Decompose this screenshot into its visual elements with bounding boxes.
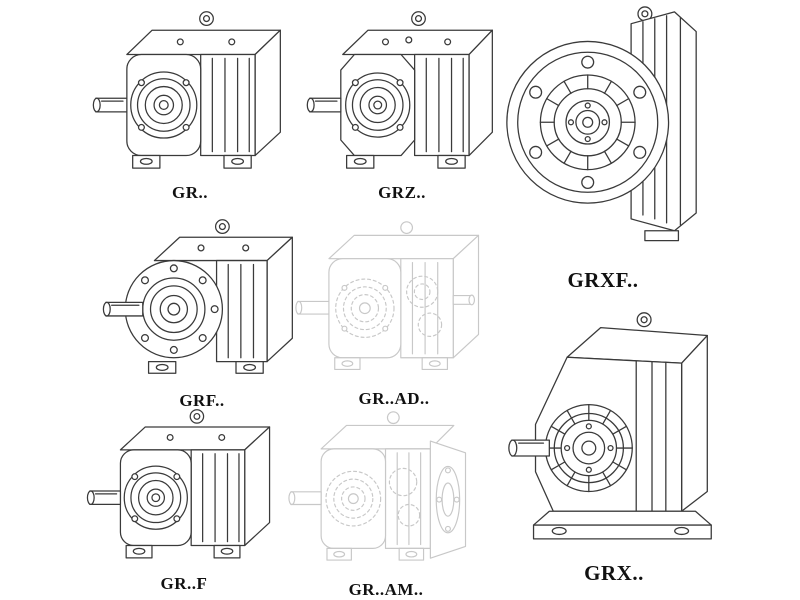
figure-grx-label: GRX.. xyxy=(584,560,644,585)
large-foot-mounted-gearbox-drawing xyxy=(508,312,712,540)
phantom-gearbox-input-adapter-drawing xyxy=(295,221,480,371)
flange-mounted-gearbox-front-drawing xyxy=(506,6,697,242)
helical-gearbox-foot-mounted-drawing xyxy=(92,11,281,169)
figure-gram-label: GR..AM.. xyxy=(348,579,424,599)
figure-grx: GRX.. xyxy=(498,298,730,586)
figure-grad-label: GR..AD.. xyxy=(358,389,430,409)
phantom-gearbox-motor-flange-drawing xyxy=(288,411,467,561)
figure-grz-label: GRZ.. xyxy=(378,182,426,202)
figure-grad: GR..AD.. xyxy=(292,214,496,409)
figure-grff-label: GR..F xyxy=(160,574,208,594)
figure-grxf: GRXF.. xyxy=(497,2,709,293)
figure-grf: GRF.. xyxy=(100,212,304,411)
figure-gr: GR.. xyxy=(88,4,292,203)
foot-mounted-gearbox-drawing xyxy=(86,409,271,559)
figure-grxf-label: GRXF.. xyxy=(567,268,639,293)
figure-grf-label: GRF.. xyxy=(179,390,225,410)
figure-grz: GRZ.. xyxy=(300,4,504,203)
figure-gr-label: GR.. xyxy=(172,182,208,202)
figure-grff: GR..F xyxy=(86,404,282,594)
helical-gearbox-foot-mounted-z-drawing xyxy=(306,11,493,169)
figure-gram: GR..AM.. xyxy=(286,404,486,600)
flange-gearbox-drawing xyxy=(102,219,293,374)
